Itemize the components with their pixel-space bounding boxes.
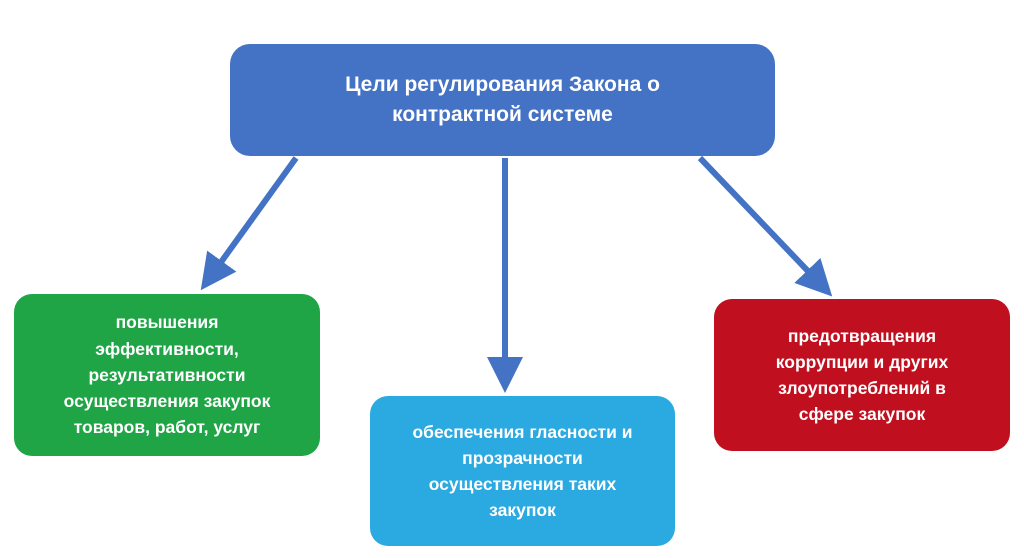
arrow-to-red-box (697, 155, 833, 297)
title-box: Цели регулирования Закона о контрактной … (230, 44, 775, 156)
goal-box-anticorruption-label: предотвращения коррупции и других злоупо… (775, 325, 949, 425)
goal-box-transparency: обеспечения гласности и прозрачности осу… (370, 396, 675, 546)
goal-box-efficiency-label: повышения эффективности, результативност… (63, 312, 271, 438)
goal-box-anticorruption: предотвращения коррупции и других злоупо… (714, 299, 1010, 451)
arrow-to-green-box (200, 156, 299, 291)
goal-box-transparency-label: обеспечения гласности и прозрачности осу… (412, 421, 633, 521)
title-box-label: Цели регулирования Закона о контрактной … (345, 72, 660, 126)
goal-box-efficiency: повышения эффективности, результативност… (14, 294, 320, 456)
